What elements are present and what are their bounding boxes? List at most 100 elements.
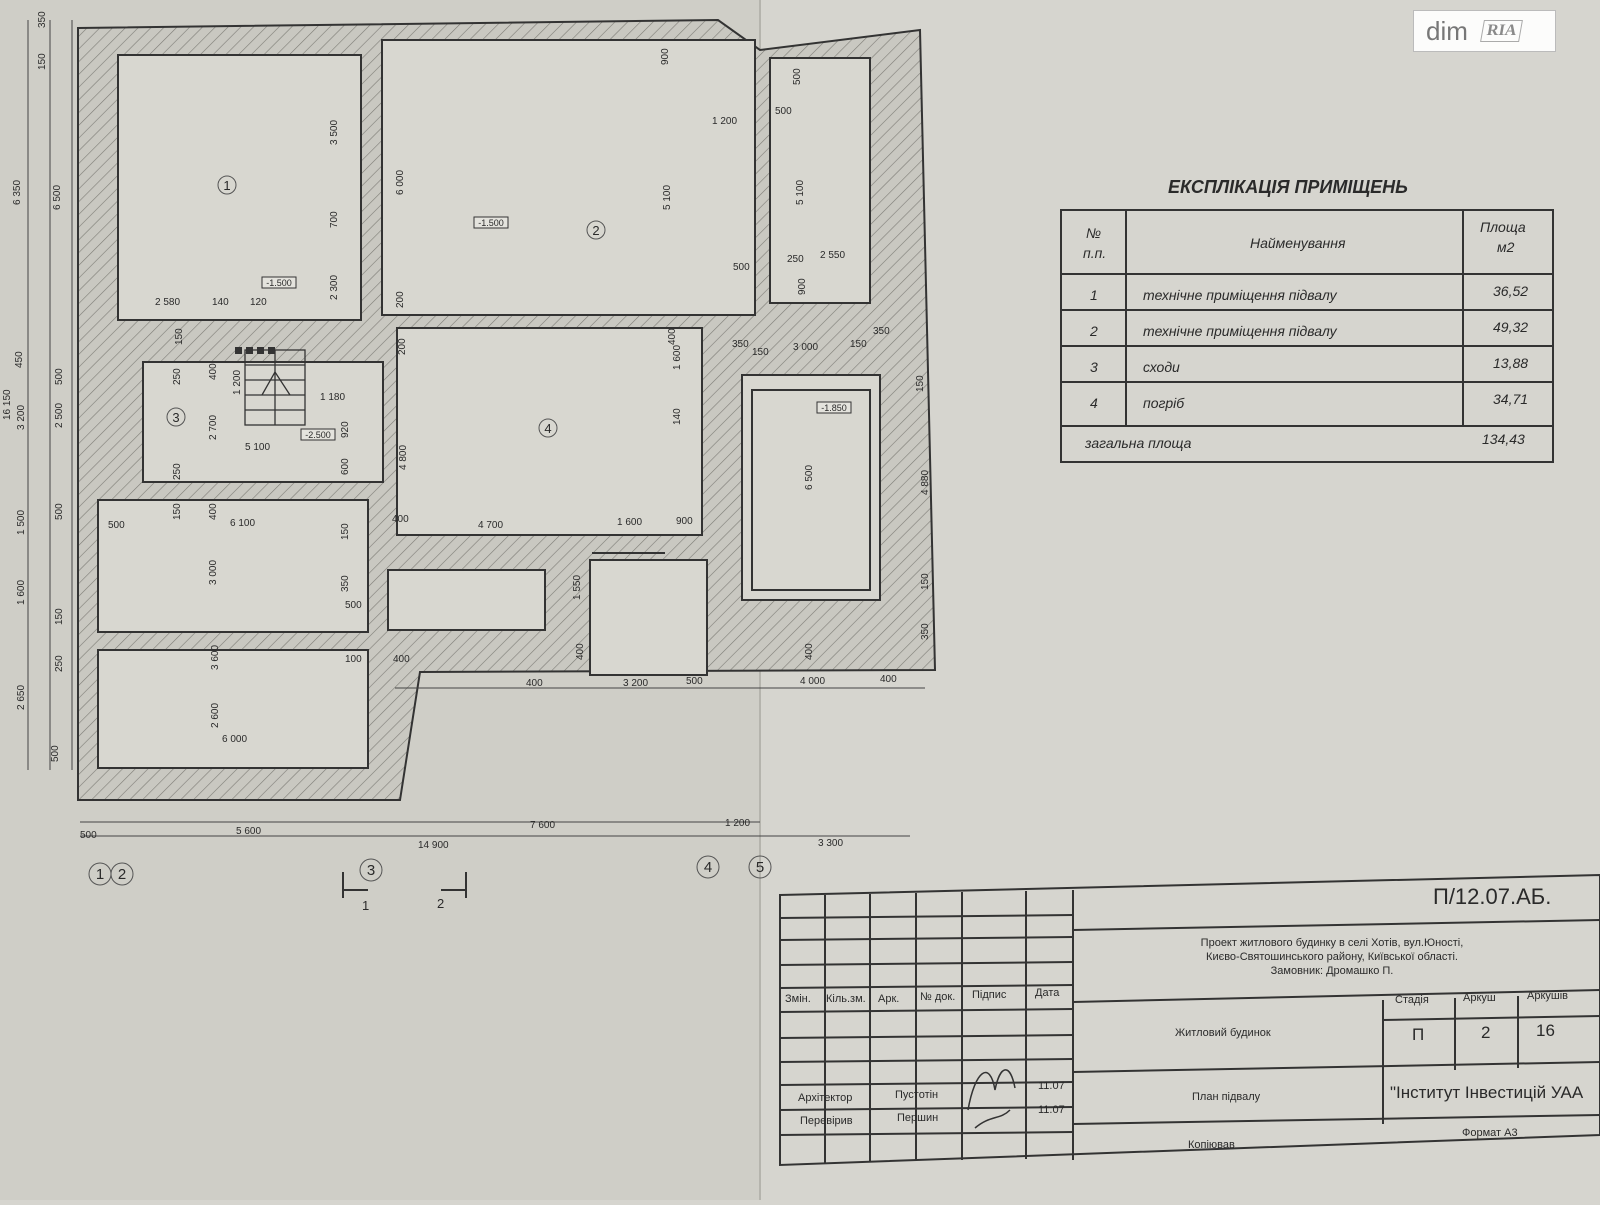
open-bay (589, 559, 708, 676)
dim: 5 100 (662, 185, 673, 210)
dim: 250 (172, 368, 183, 385)
dim: 150 (340, 523, 351, 540)
row-area: 13,88 (1493, 355, 1528, 371)
dim: 150 (54, 608, 65, 625)
axis-5: 5 (756, 859, 764, 876)
dim: 150 (850, 339, 867, 350)
room-small (387, 569, 546, 631)
dim: 350 (37, 11, 48, 28)
dim: 5 100 (795, 180, 806, 205)
stage-header: Стадія (1395, 994, 1429, 1006)
dim: 140 (212, 297, 229, 308)
dim: 700 (329, 211, 340, 228)
checker-role: Перевірив (800, 1115, 853, 1127)
room-number-3: 3 (172, 410, 179, 425)
dim: 150 (172, 503, 183, 520)
watermark-dim: dim (1426, 15, 1468, 46)
dim: 6 000 (395, 170, 406, 195)
explication-table: ЕКСПЛІКАЦІЯ ПРИМІЩЕНЬ № п.п. Найменуванн… (1060, 177, 1554, 463)
room-left-mid (97, 499, 369, 633)
dim: 150 (752, 347, 769, 358)
total-label: загальна площа (1084, 435, 1192, 451)
col-doc: № док. (920, 991, 955, 1003)
dim: 250 (787, 254, 804, 265)
dim: 400 (208, 363, 219, 380)
dim: 350 (873, 326, 890, 337)
dim: 400 (392, 514, 409, 525)
sheets-value: 16 (1536, 1021, 1555, 1040)
dim: 400 (575, 643, 586, 660)
dim: 14 900 (418, 840, 449, 851)
dim: 2 580 (155, 297, 180, 308)
dim: 500 (733, 262, 750, 273)
watermark-ria: RIA (1479, 20, 1524, 42)
col-area-header-2: м2 (1497, 239, 1515, 255)
dim: 150 (915, 375, 926, 392)
dim: 500 (54, 503, 65, 520)
dim: 7 600 (530, 820, 555, 831)
dim: 350 (732, 339, 749, 350)
col-signature: Підпис (972, 989, 1007, 1001)
dim: 900 (797, 278, 808, 295)
dim: 500 (345, 600, 362, 611)
dim: 200 (397, 338, 408, 355)
dim: 1 200 (725, 818, 750, 829)
staircase (244, 349, 306, 426)
checker-date: 11.07 (1038, 1104, 1065, 1116)
row-name: погріб (1143, 395, 1185, 411)
dim: 4 700 (478, 520, 503, 531)
dim: 500 (775, 106, 792, 117)
dim: 400 (880, 674, 897, 685)
dim: 500 (792, 68, 803, 85)
dim: 140 (672, 408, 683, 425)
dim: 2 500 (54, 403, 65, 428)
project-line-3: Замовник: Дромашко П. (1271, 965, 1394, 977)
dim: 2 550 (820, 250, 845, 261)
title-block: П/12.07.АБ. Проект житлового будинку в с… (779, 873, 1600, 1167)
dim: 150 (174, 328, 185, 345)
section-mark-2: 2 (437, 896, 444, 911)
level-mark-cellar: -1.850 (821, 403, 847, 413)
dim: 1 600 (16, 580, 27, 605)
row-area: 36,52 (1493, 283, 1528, 299)
dim: 500 (50, 745, 61, 762)
dim: 6 000 (222, 734, 247, 745)
room-number-4: 4 (544, 421, 551, 436)
axis-3: 3 (367, 862, 375, 879)
dim: 3 600 (210, 645, 221, 670)
dim: 1 500 (16, 510, 27, 535)
dim: 400 (667, 328, 678, 345)
project-line-2: Києво-Святошинського району, Київської о… (1206, 951, 1458, 963)
dim: 1 600 (617, 517, 642, 528)
dim: 500 (108, 520, 125, 531)
level-mark-room-3: -2.500 (305, 430, 331, 440)
copied-by: Копіював (1188, 1139, 1235, 1151)
axis-1: 1 (96, 866, 104, 883)
dim: 2 300 (329, 275, 340, 300)
dim: 2 650 (16, 685, 27, 710)
dim: 2 600 (210, 703, 221, 728)
dim: 3 300 (818, 838, 843, 849)
dim: 120 (250, 297, 267, 308)
dim: 4 880 (920, 470, 931, 495)
dim: 3 000 (793, 342, 818, 353)
room-number-1: 1 (223, 178, 230, 193)
room-number-2: 2 (592, 223, 599, 238)
row-no: 1 (1090, 287, 1098, 303)
dim: 3 200 (623, 678, 648, 689)
col-date: Дата (1035, 987, 1060, 999)
total-value: 134,43 (1482, 431, 1525, 447)
level-mark-room-1: -1.500 (266, 278, 292, 288)
dim: 5 600 (236, 826, 261, 837)
dimension-labels: 350 150 6 350 6 500 450 500 16 150 3 200… (2, 11, 931, 851)
section-mark-1: 1 (362, 898, 369, 913)
dim: 2 700 (208, 415, 219, 440)
dim: 1 180 (320, 392, 345, 403)
dim: 900 (660, 48, 671, 65)
format: Формат А3 (1462, 1127, 1518, 1139)
dim: 6 100 (230, 518, 255, 529)
row-name: сходи (1143, 359, 1180, 375)
dim: 350 (920, 623, 931, 640)
